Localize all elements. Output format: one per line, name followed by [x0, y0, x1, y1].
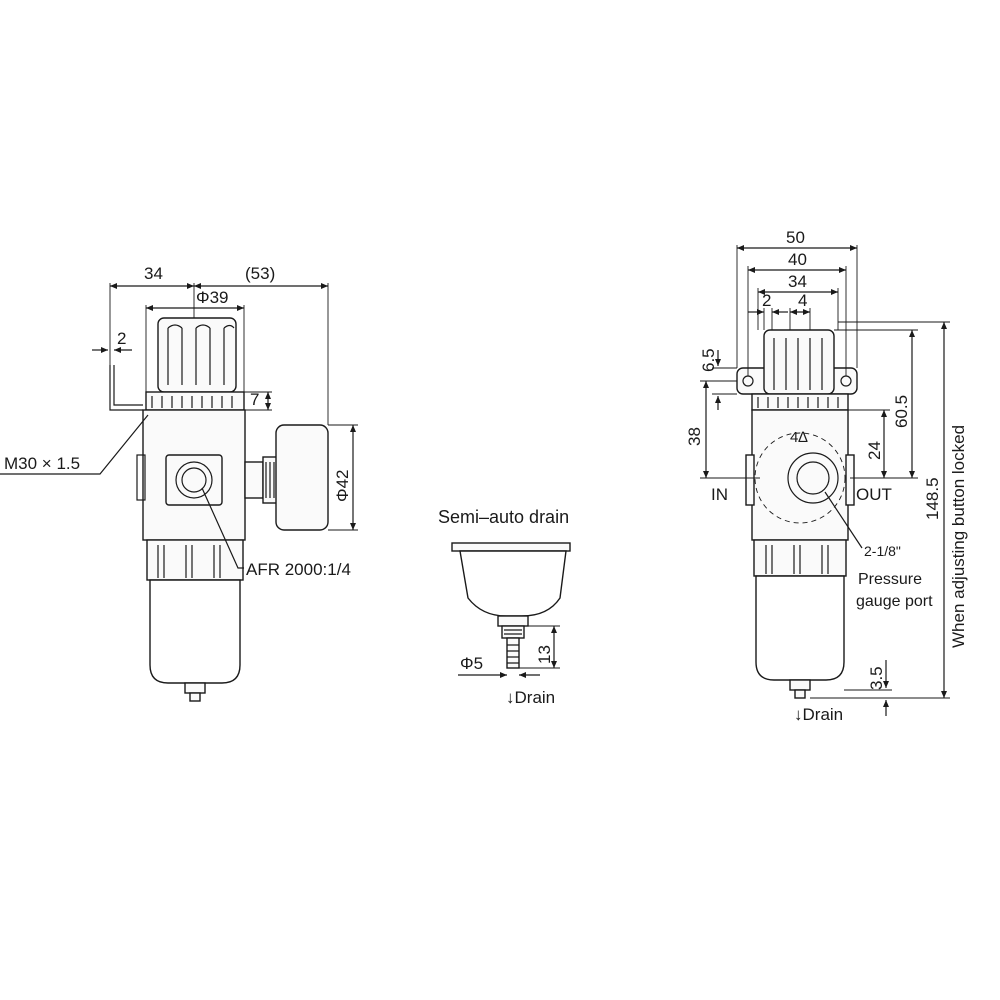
- side-dim-2: 2: [762, 291, 771, 310]
- drain-detail-drain-label: ↓Drain: [506, 688, 555, 707]
- inlet-port: [165, 454, 223, 506]
- dim-phi39: Φ39: [196, 288, 228, 307]
- drain-dim-phi5: Φ5: [460, 654, 483, 673]
- side-dim-4: 4: [798, 291, 807, 310]
- front-view: 34 (53) Φ39 2 7 Φ42 M30 × 1.5 AFR 2000:1…: [0, 264, 358, 702]
- drain-detail-title: Semi–auto drain: [438, 507, 569, 527]
- side-dim-6-5: 6.5: [699, 348, 718, 372]
- dim-phi42: Φ42: [333, 470, 352, 502]
- filter-bowl: [149, 579, 241, 684]
- side-dim-60-5: 60.5: [892, 395, 911, 428]
- side-dim-38: 38: [685, 427, 704, 446]
- side-dim-50: 50: [786, 228, 805, 247]
- side-dim-40: 40: [788, 250, 807, 269]
- dim-7: 7: [250, 390, 259, 409]
- gauge-port: [787, 452, 839, 504]
- semi-auto-drain-detail: Semi–auto drain 13 Φ5 ↓Drain: [438, 507, 571, 707]
- port-note: AFR 2000:1/4: [246, 560, 351, 579]
- side-drain-label: ↓Drain: [794, 705, 843, 724]
- gauge-port-label-line2: gauge port: [856, 593, 933, 610]
- gauge-thread-label: 2-1/8": [864, 543, 901, 559]
- pressure-gauge: [244, 424, 329, 531]
- dim-34: 34: [144, 264, 163, 283]
- side-dim-24: 24: [865, 441, 884, 460]
- svg-text:4∆: 4∆: [790, 429, 808, 446]
- side-dim-148-5: 148.5: [923, 477, 942, 520]
- drain-dim-13: 13: [535, 645, 554, 664]
- inlet-label: IN: [711, 485, 728, 504]
- side-view: 4∆ 50 40 34 2 4 6.5: [685, 228, 968, 724]
- gauge-port-label-line1: Pressure: [858, 571, 922, 588]
- dim-2: 2: [117, 329, 126, 348]
- dim-53: (53): [245, 264, 275, 283]
- thread-label-m30: M30 × 1.5: [4, 454, 80, 473]
- adjusting-knob: [145, 317, 245, 411]
- lock-note: When adjusting button locked: [949, 425, 968, 648]
- side-dim-3-5: 3.5: [867, 666, 886, 690]
- outlet-label: OUT: [856, 485, 892, 504]
- side-dim-34: 34: [788, 272, 807, 291]
